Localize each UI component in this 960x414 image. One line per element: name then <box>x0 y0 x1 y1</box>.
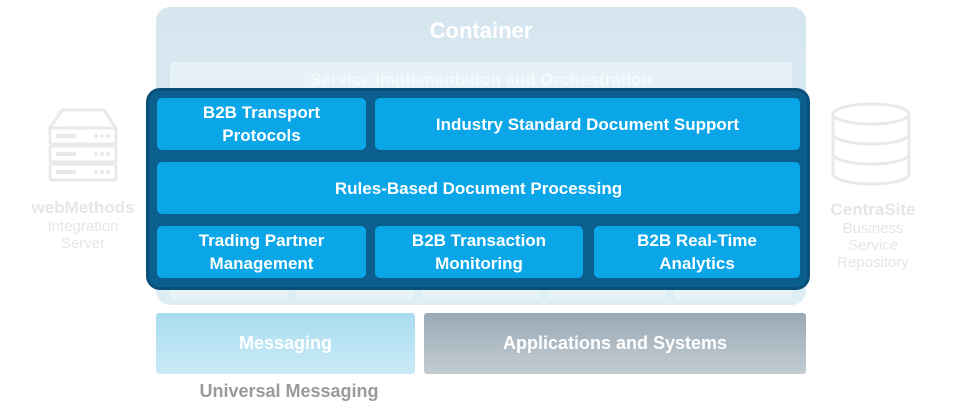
centrasite-subtitle-1: Business <box>842 220 904 237</box>
universal-messaging-label: Universal Messaging <box>199 381 379 401</box>
service-orchestration-label: Service Implementation and Orchestration <box>310 70 652 89</box>
centrasite-subtitle-2: Service <box>847 237 899 254</box>
centrasite-subtitle-3: Repository <box>837 254 909 271</box>
realtime-analytics-line1: B2B Real-Time <box>637 231 757 250</box>
b2b-transaction-monitoring-box: B2B Transaction Monitoring <box>375 226 583 278</box>
trading-partner-line2: Management <box>209 254 314 273</box>
database-icon <box>831 102 911 186</box>
industry-standard-document-box: Industry Standard Document Support <box>375 98 800 150</box>
centrasite-title: CentraSite <box>830 200 916 219</box>
transaction-monitoring-line1: B2B Transaction <box>411 231 547 250</box>
container-title: Container <box>429 18 533 43</box>
industry-standard-label: Industry Standard Document Support <box>435 114 740 134</box>
realtime-analytics-line2: Analytics <box>659 254 735 273</box>
applications-systems-label: Applications and Systems <box>502 333 728 353</box>
trading-partner-line1: Trading Partner <box>198 231 325 250</box>
trading-partner-management-box: Trading Partner Management <box>157 226 366 278</box>
webmethods-subtitle-2: Server <box>60 235 106 252</box>
b2b-transport-line2: Protocols <box>222 126 301 145</box>
b2b-transport-protocols-box: B2B Transport Protocols <box>157 98 366 150</box>
b2b-realtime-analytics-box: B2B Real-Time Analytics <box>594 226 800 278</box>
messaging-label: Messaging <box>238 333 333 353</box>
rules-based-label: Rules-Based Document Processing <box>334 178 623 198</box>
messaging-bar: Messaging <box>156 313 415 374</box>
rules-based-processing-box: Rules-Based Document Processing <box>157 162 800 214</box>
transaction-monitoring-line2: Monitoring <box>435 254 523 273</box>
server-icon <box>47 108 119 182</box>
webmethods-caption: webMethods Integration Server <box>18 198 148 252</box>
centrasite-caption: CentraSite Business Service Repository <box>808 200 938 271</box>
webmethods-subtitle-1: Integration <box>47 218 119 235</box>
webmethods-title: webMethods <box>31 198 135 217</box>
b2b-transport-line1: B2B Transport <box>202 103 321 122</box>
applications-systems-bar: Applications and Systems <box>424 313 806 374</box>
